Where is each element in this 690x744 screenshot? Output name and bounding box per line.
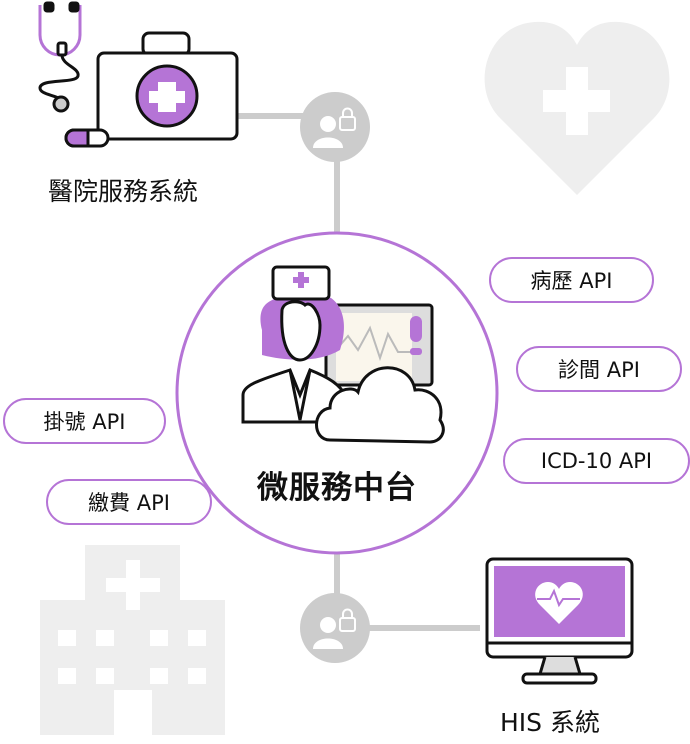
heart-icon [484, 21, 670, 196]
hospital-service-system-label: 醫院服務系統 [48, 177, 199, 206]
hospital-building-icon [40, 545, 225, 735]
nurse-monitor-cloud-icon [241, 265, 445, 444]
his-monitor-icon [485, 557, 634, 685]
api-pill-registration[interactable]: 掛號 API [3, 398, 166, 444]
connector-lines [237, 113, 480, 631]
user-lock-icon-bottom [300, 593, 370, 663]
hub-title: 微服務中台 [257, 470, 417, 506]
user-lock-icon-top [300, 92, 370, 162]
api-pill-medical-record[interactable]: 病歷 API [489, 257, 654, 303]
api-pill-payment[interactable]: 繳費 API [46, 479, 212, 525]
api-pill-clinic[interactable]: 診間 API [516, 346, 682, 392]
his-system-label: HIS 系統 [500, 708, 600, 737]
api-pill-icd10[interactable]: ICD-10 API [503, 438, 690, 484]
medical-kit-icon [38, 1, 239, 148]
